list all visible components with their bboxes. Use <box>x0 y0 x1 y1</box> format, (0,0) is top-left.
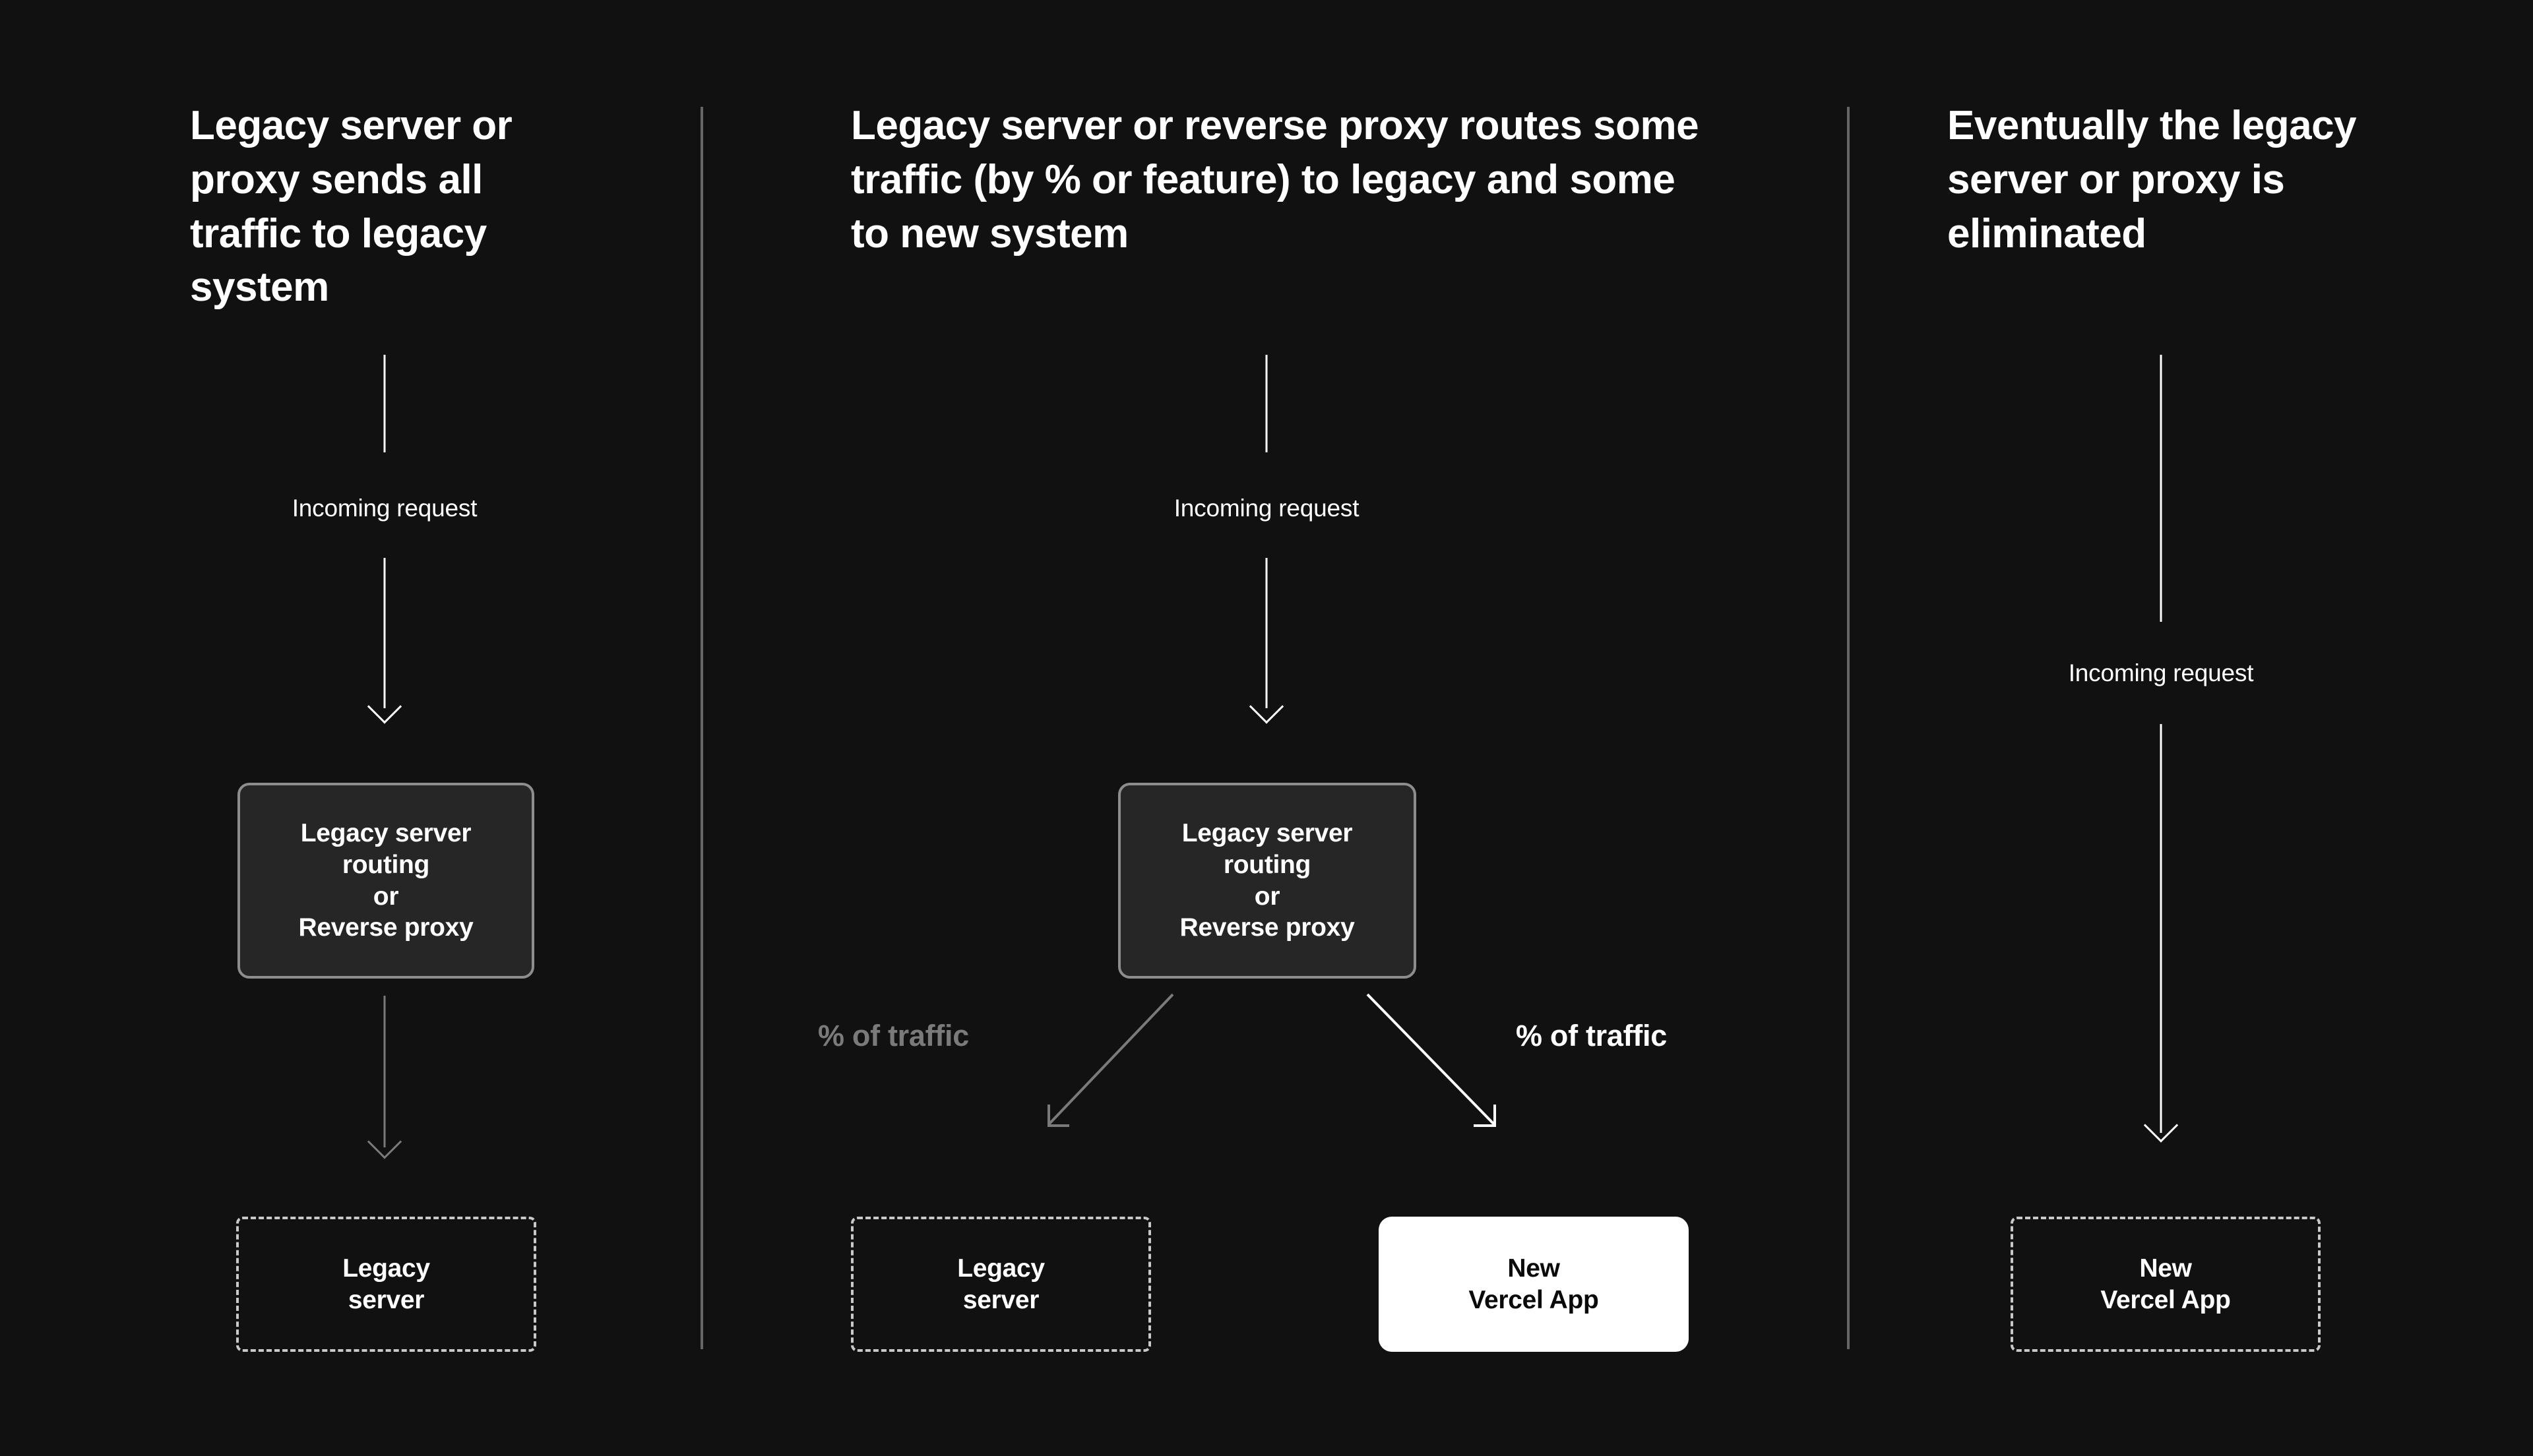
stage-2-incoming-arrowhead <box>1249 689 1284 724</box>
stage-3-incoming-arrowhead <box>2143 1108 2179 1143</box>
stage-3-incoming-label: Incoming request <box>2068 659 2254 686</box>
stage-2-arrow-to-new-app <box>1366 993 1496 1127</box>
stage-2-incoming-label: Incoming request <box>1173 495 1360 522</box>
stage-1-incoming-arrowhead <box>367 689 402 724</box>
stage-1-incoming-label: Incoming request <box>292 495 478 522</box>
stage-1-to-legacy-arrowhead <box>367 1124 402 1159</box>
stage-3-incoming-line-bottom <box>2160 724 2162 1133</box>
column-divider-2 <box>1847 107 1850 1349</box>
stage-3-new-vercel-app-box: New Vercel App <box>2011 1217 2321 1352</box>
stage-2-router-box: Legacy server routing or Reverse proxy <box>1118 783 1416 979</box>
column-divider-1 <box>701 107 703 1349</box>
stage-2-arrow-to-legacy <box>1048 993 1174 1127</box>
stage-2-traffic-label-right: % of traffic <box>1516 1019 1667 1052</box>
stage-1-to-legacy-line <box>383 996 386 1147</box>
stage-2-split-arrows <box>1048 993 1496 1127</box>
stage-1-legacy-server-box: Legacy server <box>236 1217 536 1352</box>
stage-3-heading: Eventually the legacy server or proxy is… <box>1947 103 2357 257</box>
stage-2-incoming-line-bottom <box>1265 558 1268 708</box>
stage-2-legacy-server-box: Legacy server <box>851 1217 1151 1352</box>
stage-2-new-vercel-app-box: New Vercel App <box>1379 1217 1689 1352</box>
stage-2-traffic-label-left: % of traffic <box>818 1019 969 1052</box>
stage-1-incoming-line-bottom <box>383 558 386 708</box>
stage-3-incoming-line-top <box>2160 355 2162 622</box>
stage-2-heading: Legacy server or reverse proxy routes so… <box>851 103 1699 257</box>
stage-1-heading: Legacy server or proxy sends all traffic… <box>190 103 513 311</box>
stage-1-incoming-line-top <box>383 355 386 452</box>
stage-1-router-box: Legacy server routing or Reverse proxy <box>237 783 534 979</box>
stage-2-incoming-line-top <box>1265 355 1268 452</box>
